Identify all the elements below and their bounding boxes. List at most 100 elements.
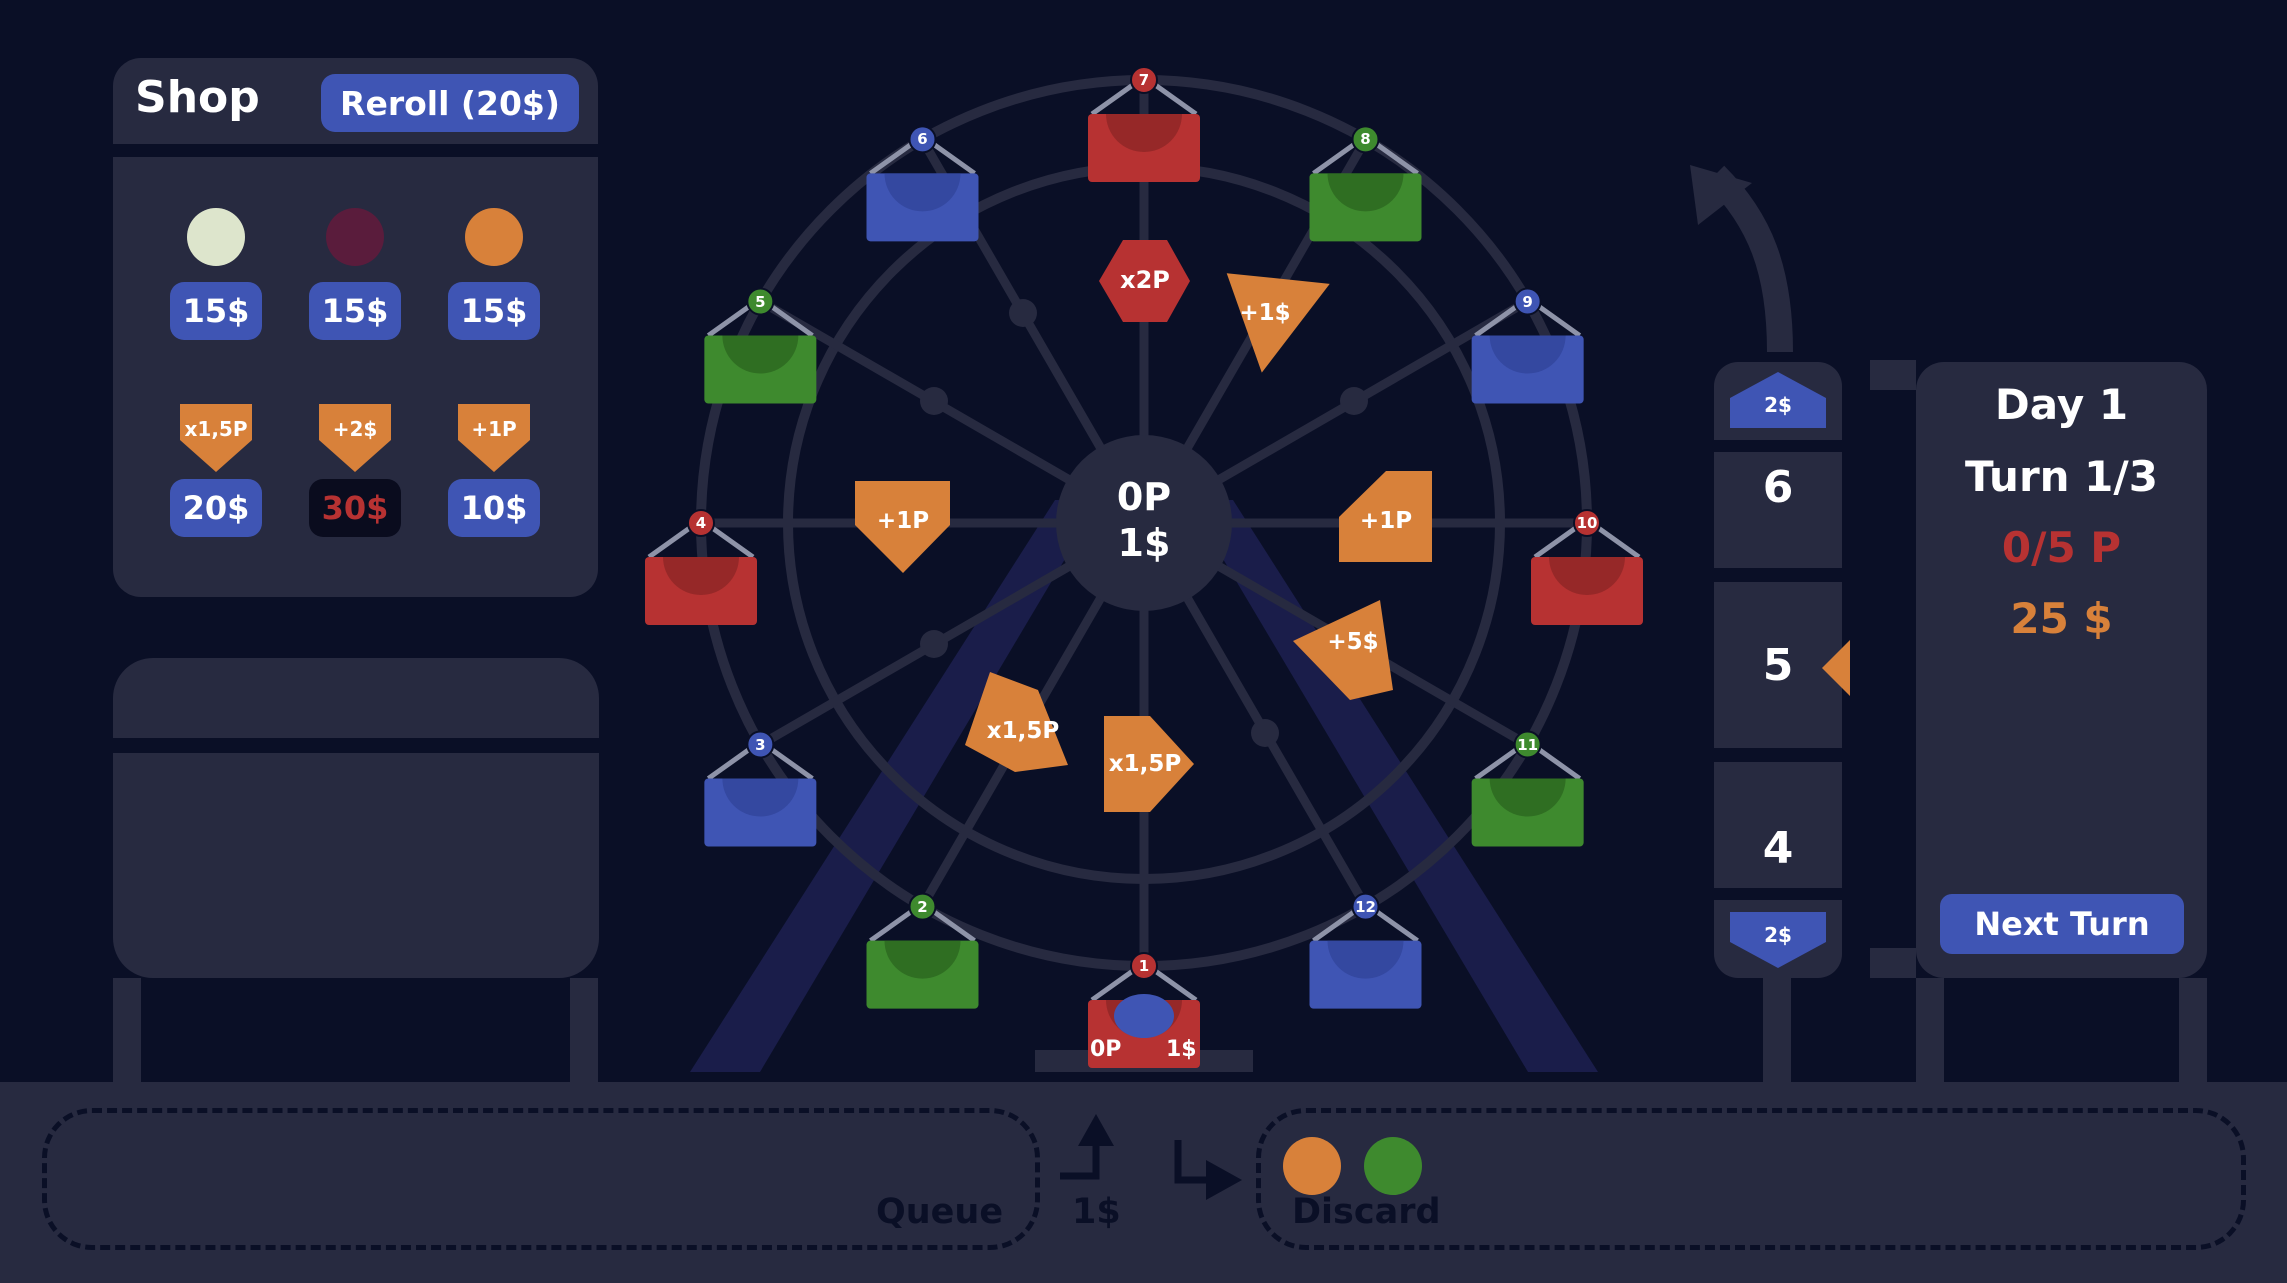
cabin-8[interactable] <box>1309 125 1422 242</box>
cabin-12[interactable] <box>1309 892 1422 1009</box>
next-turn-button[interactable]: Next Turn <box>1940 894 2184 954</box>
money-total: 25 $ <box>2010 594 2113 643</box>
sequence-up-button[interactable]: 2$ <box>1726 368 1830 430</box>
token-label-plus1p-left: +1P <box>876 508 930 534</box>
sequence-cell-4[interactable]: 4 <box>1714 762 1842 888</box>
loop-arrow-head-icon <box>1690 165 1752 225</box>
cabin-number-11: 11 <box>1517 735 1539 754</box>
day-panel-leg-right <box>2179 978 2207 1082</box>
cabin-number-2: 2 <box>917 897 928 916</box>
cabin-number-6: 6 <box>917 130 928 149</box>
turn-label: Turn 1/3 <box>1965 452 2158 501</box>
shop-upgrade-price-3[interactable]: 10$ <box>448 479 540 537</box>
wheel-support-left <box>690 500 1100 1072</box>
cabin-number-3: 3 <box>755 735 766 754</box>
hub-money: 1$ <box>1117 521 1171 565</box>
sequence-cell-5[interactable]: 5 <box>1714 582 1842 748</box>
queue-label: Queue <box>876 1192 1004 1232</box>
token-label-x2p: x2P <box>1120 266 1170 294</box>
sequence-leg <box>1763 978 1791 1082</box>
cabin-number-9: 9 <box>1522 292 1533 311</box>
sequence-down-button[interactable]: 2$ <box>1726 908 1830 972</box>
connector-top <box>1870 360 1916 390</box>
shop-title: Shop <box>135 72 260 123</box>
shop-orb-price-3[interactable]: 15$ <box>448 282 540 340</box>
storage-lid <box>113 658 599 738</box>
shop-orb-price-2[interactable]: 15$ <box>309 282 401 340</box>
wheel-token-x15p-right[interactable] <box>1104 716 1194 812</box>
wheel-token-plus1p-right[interactable] <box>1339 471 1432 562</box>
current-step-pointer-icon <box>1822 640 1850 696</box>
day-label: Day 1 <box>1994 380 2129 429</box>
token-label-x15p-left: x1,5P <box>986 718 1060 744</box>
shop-upgrade-price-1[interactable]: 20$ <box>170 479 262 537</box>
cabin-number-8: 8 <box>1360 130 1371 149</box>
storage-leg-right <box>570 978 598 1082</box>
token-label-plus1-money: +1$ <box>1239 300 1291 326</box>
cabin-3[interactable] <box>704 730 817 847</box>
discard-zone[interactable] <box>1256 1108 2246 1250</box>
cabin-5[interactable] <box>704 287 817 404</box>
transfer-cost: 1$ <box>1072 1192 1121 1232</box>
cabin-1-points: 0P <box>1090 1037 1122 1062</box>
cabin-10[interactable] <box>1531 509 1643 625</box>
upgrade-label-3: +1P <box>471 417 516 441</box>
queue-zone[interactable] <box>42 1108 1040 1250</box>
cabin-number-12: 12 <box>1355 897 1376 916</box>
discard-label: Discard <box>1292 1192 1441 1232</box>
hub-points: 0P <box>1116 475 1172 519</box>
storage-box[interactable] <box>113 753 599 978</box>
wheel-hub[interactable] <box>1056 435 1232 611</box>
connector-bottom <box>1870 948 1916 978</box>
day-panel <box>1916 362 2207 978</box>
token-label-plus1p-right: +1P <box>1359 508 1413 534</box>
cabin-number-4: 4 <box>695 514 707 532</box>
shop-orb-purple[interactable] <box>326 208 384 266</box>
cabin-number-1: 1 <box>1138 957 1150 975</box>
wheel-support-right <box>1188 500 1598 1072</box>
sequence-up-cost: 2$ <box>1764 393 1792 417</box>
shop-orb-price-1[interactable]: 15$ <box>170 282 262 340</box>
wheel-token-x15p-left[interactable] <box>965 672 1068 772</box>
cabin-6[interactable] <box>866 125 979 242</box>
upgrade-label-1: x1,5P <box>185 417 248 441</box>
sequence-divider-4 <box>1714 888 1842 900</box>
cabin-2[interactable] <box>866 892 979 1009</box>
storage-leg-left <box>113 978 141 1082</box>
sequence-divider-3 <box>1714 748 1842 762</box>
cabin-9[interactable] <box>1471 287 1584 404</box>
token-label-x15p-right: x1,5P <box>1108 751 1182 777</box>
points-goal: 0/5 P <box>2001 523 2122 572</box>
upgrade-label-2: +2$ <box>333 417 378 441</box>
wheel-token-plus5-money[interactable] <box>1293 600 1393 700</box>
discard-orb-green[interactable] <box>1364 1137 1422 1195</box>
transfer-arrows-icon <box>1060 1114 1242 1200</box>
shop-upgrade-token-1[interactable]: x1,5P <box>178 402 254 474</box>
ferris-wheel <box>645 66 1916 1072</box>
shop-upgrade-price-2[interactable]: 30$ <box>309 479 401 537</box>
shop-orb-white[interactable] <box>187 208 245 266</box>
cabin-4[interactable] <box>645 509 757 625</box>
wheel-joints <box>920 299 1368 747</box>
sequence-down-cost: 2$ <box>1764 923 1792 947</box>
reroll-button[interactable]: Reroll (20$) <box>321 74 579 132</box>
token-label-plus5-money: +5$ <box>1327 629 1379 655</box>
wheel-token-plus1-money[interactable] <box>1208 262 1330 382</box>
cabin-number-5: 5 <box>755 292 766 311</box>
cabin-7[interactable] <box>1088 66 1200 182</box>
cabin-1-money: 1$ <box>1166 1037 1197 1062</box>
cabin-11[interactable] <box>1471 730 1584 847</box>
shop-upgrade-token-3[interactable]: +1P <box>456 402 532 474</box>
cabin-number-7: 7 <box>1138 71 1150 89</box>
discard-orb-orange[interactable] <box>1283 1137 1341 1195</box>
sequence-divider-2 <box>1714 568 1842 582</box>
cabin-rider <box>1114 994 1174 1038</box>
cabin-number-10: 10 <box>1576 514 1598 532</box>
shop-upgrade-token-2[interactable]: +2$ <box>317 402 393 474</box>
day-panel-leg-left <box>1916 978 1944 1082</box>
wheel-token-plus1p-left[interactable] <box>855 481 950 573</box>
sequence-cell-6[interactable]: 6 <box>1714 452 1842 568</box>
wheel-token-x2p[interactable] <box>1099 240 1190 322</box>
sequence-divider-1 <box>1714 440 1842 452</box>
shop-orb-orange[interactable] <box>465 208 523 266</box>
